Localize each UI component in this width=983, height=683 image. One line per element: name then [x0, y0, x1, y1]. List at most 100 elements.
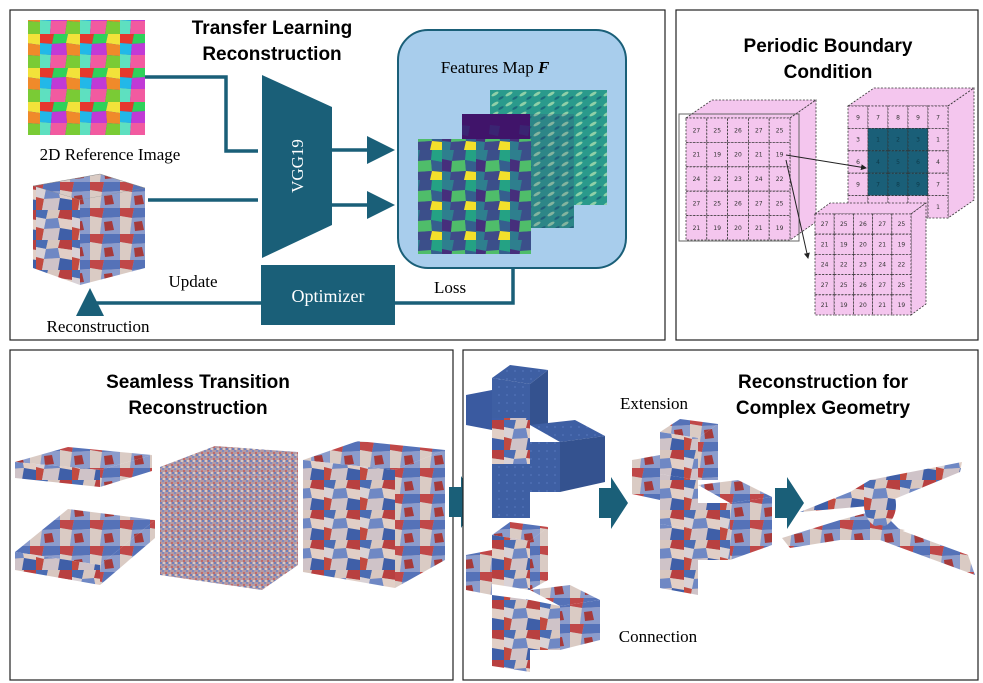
reconstruction-cube — [32, 173, 146, 285]
right-periodic-grid: 9789731231645649789731231 — [847, 105, 949, 219]
periodic-cell-value: 26 — [734, 201, 742, 208]
extension-label: Extension — [620, 394, 688, 413]
update-label: Update — [168, 272, 217, 291]
periodic-cell-value: 7 — [876, 114, 880, 121]
periodic-cell — [768, 117, 791, 143]
periodic-cell-value: 21 — [755, 152, 763, 159]
periodic-cell-value: 25 — [840, 221, 848, 228]
periodic-cell-value: 27 — [878, 282, 886, 289]
reconstruction-label: Reconstruction — [47, 317, 150, 336]
periodic-cell-value: 27 — [878, 221, 886, 228]
periodic-cell — [927, 105, 949, 129]
periodic-cell-value: 23 — [859, 262, 867, 269]
periodic-cell-value: 9 — [856, 114, 860, 121]
periodic-cell-value: 1 — [936, 204, 940, 211]
periodic-cell-value: 3 — [916, 137, 920, 144]
periodic-cell-value: 27 — [821, 282, 829, 289]
periodic-cell-value: 24 — [755, 176, 763, 183]
vgg19-label: VGG19 — [288, 139, 307, 193]
periodic-cell-value: 5 — [896, 159, 900, 166]
periodic-cell — [768, 215, 791, 241]
periodic-cell — [867, 150, 889, 174]
periodic-cell-value: 25 — [840, 282, 848, 289]
optimizer-label: Optimizer — [292, 286, 365, 306]
periodic-cell — [768, 141, 791, 168]
periodic-cell-value: 3 — [856, 137, 860, 144]
periodic-cell-value: 21 — [821, 241, 829, 248]
periodic-cell-value: 24 — [693, 176, 701, 183]
periodic-cell-value: 19 — [776, 152, 784, 159]
periodic-cell — [891, 294, 912, 316]
seamless-title-line2: Reconstruction — [128, 398, 267, 419]
periodic-cell-value: 27 — [693, 201, 701, 208]
vgg19-network — [262, 75, 332, 258]
periodic-cell-value: 1 — [936, 137, 940, 144]
periodic-cell-value: 21 — [821, 302, 829, 309]
periodic-cell-value: 25 — [776, 201, 784, 208]
complex-arrow-2 — [775, 477, 804, 529]
periodic-cell-value: 25 — [898, 282, 906, 289]
complex-title-line1: Reconstruction for — [738, 372, 909, 393]
complex-arrow-1 — [599, 477, 628, 529]
periodic-cell-value: 4 — [936, 159, 940, 166]
transfer-learning-panel: Transfer Learning Reconstruction 2D Refe… — [9, 9, 666, 341]
loss-label: Loss — [434, 278, 466, 297]
periodic-cell — [847, 172, 869, 196]
periodic-cell-value: 21 — [878, 241, 886, 248]
periodic-cell — [887, 127, 909, 152]
periodic-cell — [867, 172, 889, 196]
periodic-cell — [887, 172, 909, 196]
loss-line — [395, 268, 515, 305]
periodic-cell-value: 19 — [898, 241, 906, 248]
periodic-cell-value: 9 — [856, 182, 860, 189]
periodic-cell — [887, 105, 909, 129]
periodic-cell-value: 25 — [713, 127, 721, 134]
connection-label: Connection — [619, 627, 698, 646]
periodic-cell — [927, 172, 949, 196]
periodic-cell-value: 27 — [755, 201, 763, 208]
periodic-cell-value: 1 — [876, 137, 880, 144]
extension-cross — [466, 365, 605, 518]
periodic-cell-value: 26 — [859, 221, 867, 228]
periodic-title-line1: Periodic Boundary — [744, 36, 913, 57]
periodic-cell-value: 20 — [734, 225, 742, 232]
periodic-cell — [847, 105, 869, 129]
periodic-cell-value: 19 — [898, 302, 906, 309]
top-slab — [15, 447, 152, 487]
periodic-cell — [887, 150, 909, 174]
periodic-cell-value: 27 — [693, 127, 701, 134]
reference-image-label: 2D Reference Image — [40, 145, 181, 164]
combined-cross — [632, 419, 772, 595]
periodic-cell-value: 7 — [936, 114, 940, 121]
periodic-cell — [907, 172, 929, 196]
periodic-cell-value: 22 — [898, 262, 906, 269]
update-arrow — [76, 288, 261, 316]
periodic-cell-value: 26 — [734, 127, 742, 134]
connection-cross — [466, 522, 600, 672]
bottom-slab — [15, 509, 155, 585]
periodic-cell-value: 19 — [840, 241, 848, 248]
periodic-cell — [867, 127, 889, 152]
periodic-cell-value: 9 — [916, 182, 920, 189]
seamless-title-line1: Seamless Transition — [106, 372, 290, 393]
periodic-title-line2: Condition — [784, 62, 873, 83]
periodic-cell — [907, 105, 929, 129]
seamless-transition-panel: Seamless Transition Reconstruction — [9, 349, 454, 681]
periodic-cell-value: 7 — [936, 182, 940, 189]
periodic-cell-value: 2 — [896, 137, 900, 144]
periodic-cell-value: 21 — [878, 302, 886, 309]
reference-image — [28, 20, 145, 135]
periodic-cell-value: 26 — [859, 282, 867, 289]
periodic-cell-value: 22 — [776, 176, 784, 183]
periodic-cell-value: 19 — [840, 302, 848, 309]
periodic-cell-value: 21 — [693, 152, 701, 159]
optimizer-box — [261, 265, 395, 325]
noisy-cube — [160, 446, 298, 590]
periodic-cell-value: 19 — [713, 225, 721, 232]
periodic-cell-value: 25 — [776, 127, 784, 134]
periodic-cell-value: 22 — [713, 176, 721, 183]
complex-title-line2: Complex Geometry — [736, 398, 911, 419]
periodic-cell-value: 20 — [859, 241, 867, 248]
